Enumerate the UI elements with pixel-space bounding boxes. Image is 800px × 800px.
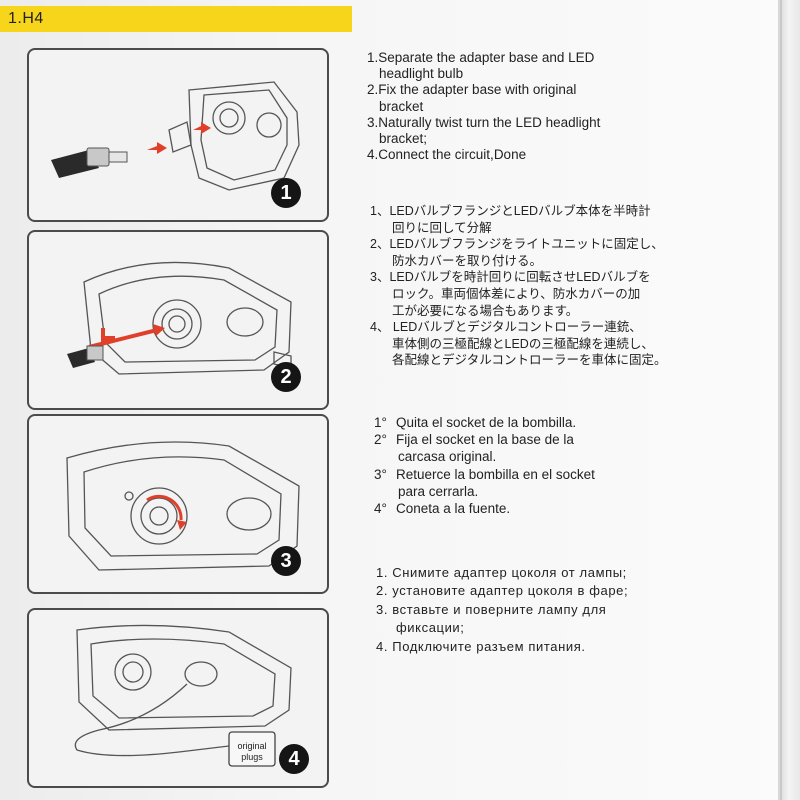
step-badge-4: 4: [279, 744, 309, 774]
es-item-number: 2°: [374, 432, 387, 448]
ja-line: 2、LEDバルブフランジをライトユニットに固定し、: [370, 237, 664, 252]
es-item-number: 1°: [374, 415, 387, 430]
english-instructions: 1.Separate the adapter base and LED head…: [367, 50, 667, 163]
arrow-icon: [153, 324, 165, 336]
ru-line: 4. Подключите разъем питания.: [376, 638, 586, 654]
en-line: 3.Naturally twist turn the LED headlight: [367, 114, 601, 130]
page-edge-line: [780, 0, 782, 800]
ru-line: 1. Снимите адаптер цоколя от лампы;: [376, 565, 627, 580]
step-badge-1: 1: [271, 178, 301, 208]
section-title: 1.H4: [8, 10, 44, 27]
es-item-3: 3° Retuerce la bombilla en el socket: [374, 466, 674, 483]
rotate-arrow-icon: [177, 520, 187, 530]
ja-line: 防水カバーを取り付ける。: [392, 253, 543, 268]
step-badge-2: 2: [271, 362, 301, 392]
step-panel-1: 1: [27, 48, 329, 222]
es-item-text: Retuerce la bombilla en el socket: [396, 466, 595, 482]
en-line: bracket: [379, 98, 424, 114]
step-panel-3: 3: [27, 414, 329, 594]
es-item-text: Fija el socket en la base de la: [396, 432, 574, 448]
arrow-icon: [193, 122, 211, 134]
es-item-number: 4°: [374, 501, 387, 517]
en-line: 4.Connect the circuit,Done: [367, 147, 527, 163]
es-item-text: Quita el socket de la bombilla.: [396, 415, 577, 430]
es-item-text: para cerrarla.: [398, 483, 479, 499]
ja-line: 1、LEDバルブフランジとLEDバルブ本体を半時計: [370, 204, 651, 218]
original-plugs-label: original plugs: [229, 741, 275, 771]
ja-line: 4、 LEDバルブとデジタルコントローラー連銃、: [370, 320, 642, 335]
step-badge-3: 3: [271, 546, 301, 576]
es-item-4: 4° Coneta a la fuente.: [374, 500, 674, 517]
spanish-instructions: 1° Quita el socket de la bombilla. 2° Fija…: [374, 414, 674, 517]
step-2-illustration: [67, 261, 292, 375]
step-panel-2: 2: [27, 230, 329, 410]
ru-line: 3. вставьте и поверните лампу для: [376, 601, 607, 617]
es-item-1: 1° Quita el socket de la bombilla.: [374, 414, 674, 431]
es-item-number: 3°: [374, 466, 387, 482]
en-line: headlight bulb: [379, 66, 464, 82]
page-edge: [778, 0, 800, 800]
ja-line: 回りに回して分解: [392, 220, 492, 235]
ja-line: 3、LEDバルブを時計回りに回転させLEDバルブを: [370, 270, 651, 285]
ru-line: фиксации;: [396, 620, 465, 636]
plugs-label-line-2: plugs: [241, 752, 263, 762]
ja-line: 車体側の三極配線とLEDの三極配線を連続し、: [392, 336, 654, 351]
es-item-2: 2° Fija el socket en la base de la: [374, 431, 674, 448]
ru-line: 2. установите адаптер цоколя в фаре;: [376, 583, 629, 599]
section-header: 1.H4: [0, 6, 352, 32]
es-item-text: carcasa original.: [398, 449, 497, 465]
es-item-text: Coneta a la fuente.: [396, 501, 511, 517]
ja-line: 各配線とデジタルコントローラーを車体に固定。: [392, 353, 667, 368]
plug-box: [228, 731, 276, 767]
arrow-icon: [147, 142, 167, 154]
step-4-illustration: [74, 624, 292, 767]
en-line: bracket;: [379, 131, 428, 147]
step-panel-4: original plugs 4: [27, 608, 329, 788]
plugs-label-line-1: original: [237, 741, 267, 751]
en-line: 2.Fix the adapter base with original: [367, 82, 577, 98]
japanese-instructions: 1、LEDバルブフランジとLEDバルブ本体を半時計 回りに回して分解 2、LED…: [370, 203, 700, 369]
ja-line: 工が必要になる場合もあります。: [392, 303, 579, 318]
russian-instructions: 1. Снимите адаптер цоколя от лампы; 2. у…: [376, 564, 716, 656]
ja-line: ロック。車両個体差により、防水カバーの加: [392, 286, 641, 301]
en-line: 1.Separate the adapter base and LED: [367, 50, 595, 65]
